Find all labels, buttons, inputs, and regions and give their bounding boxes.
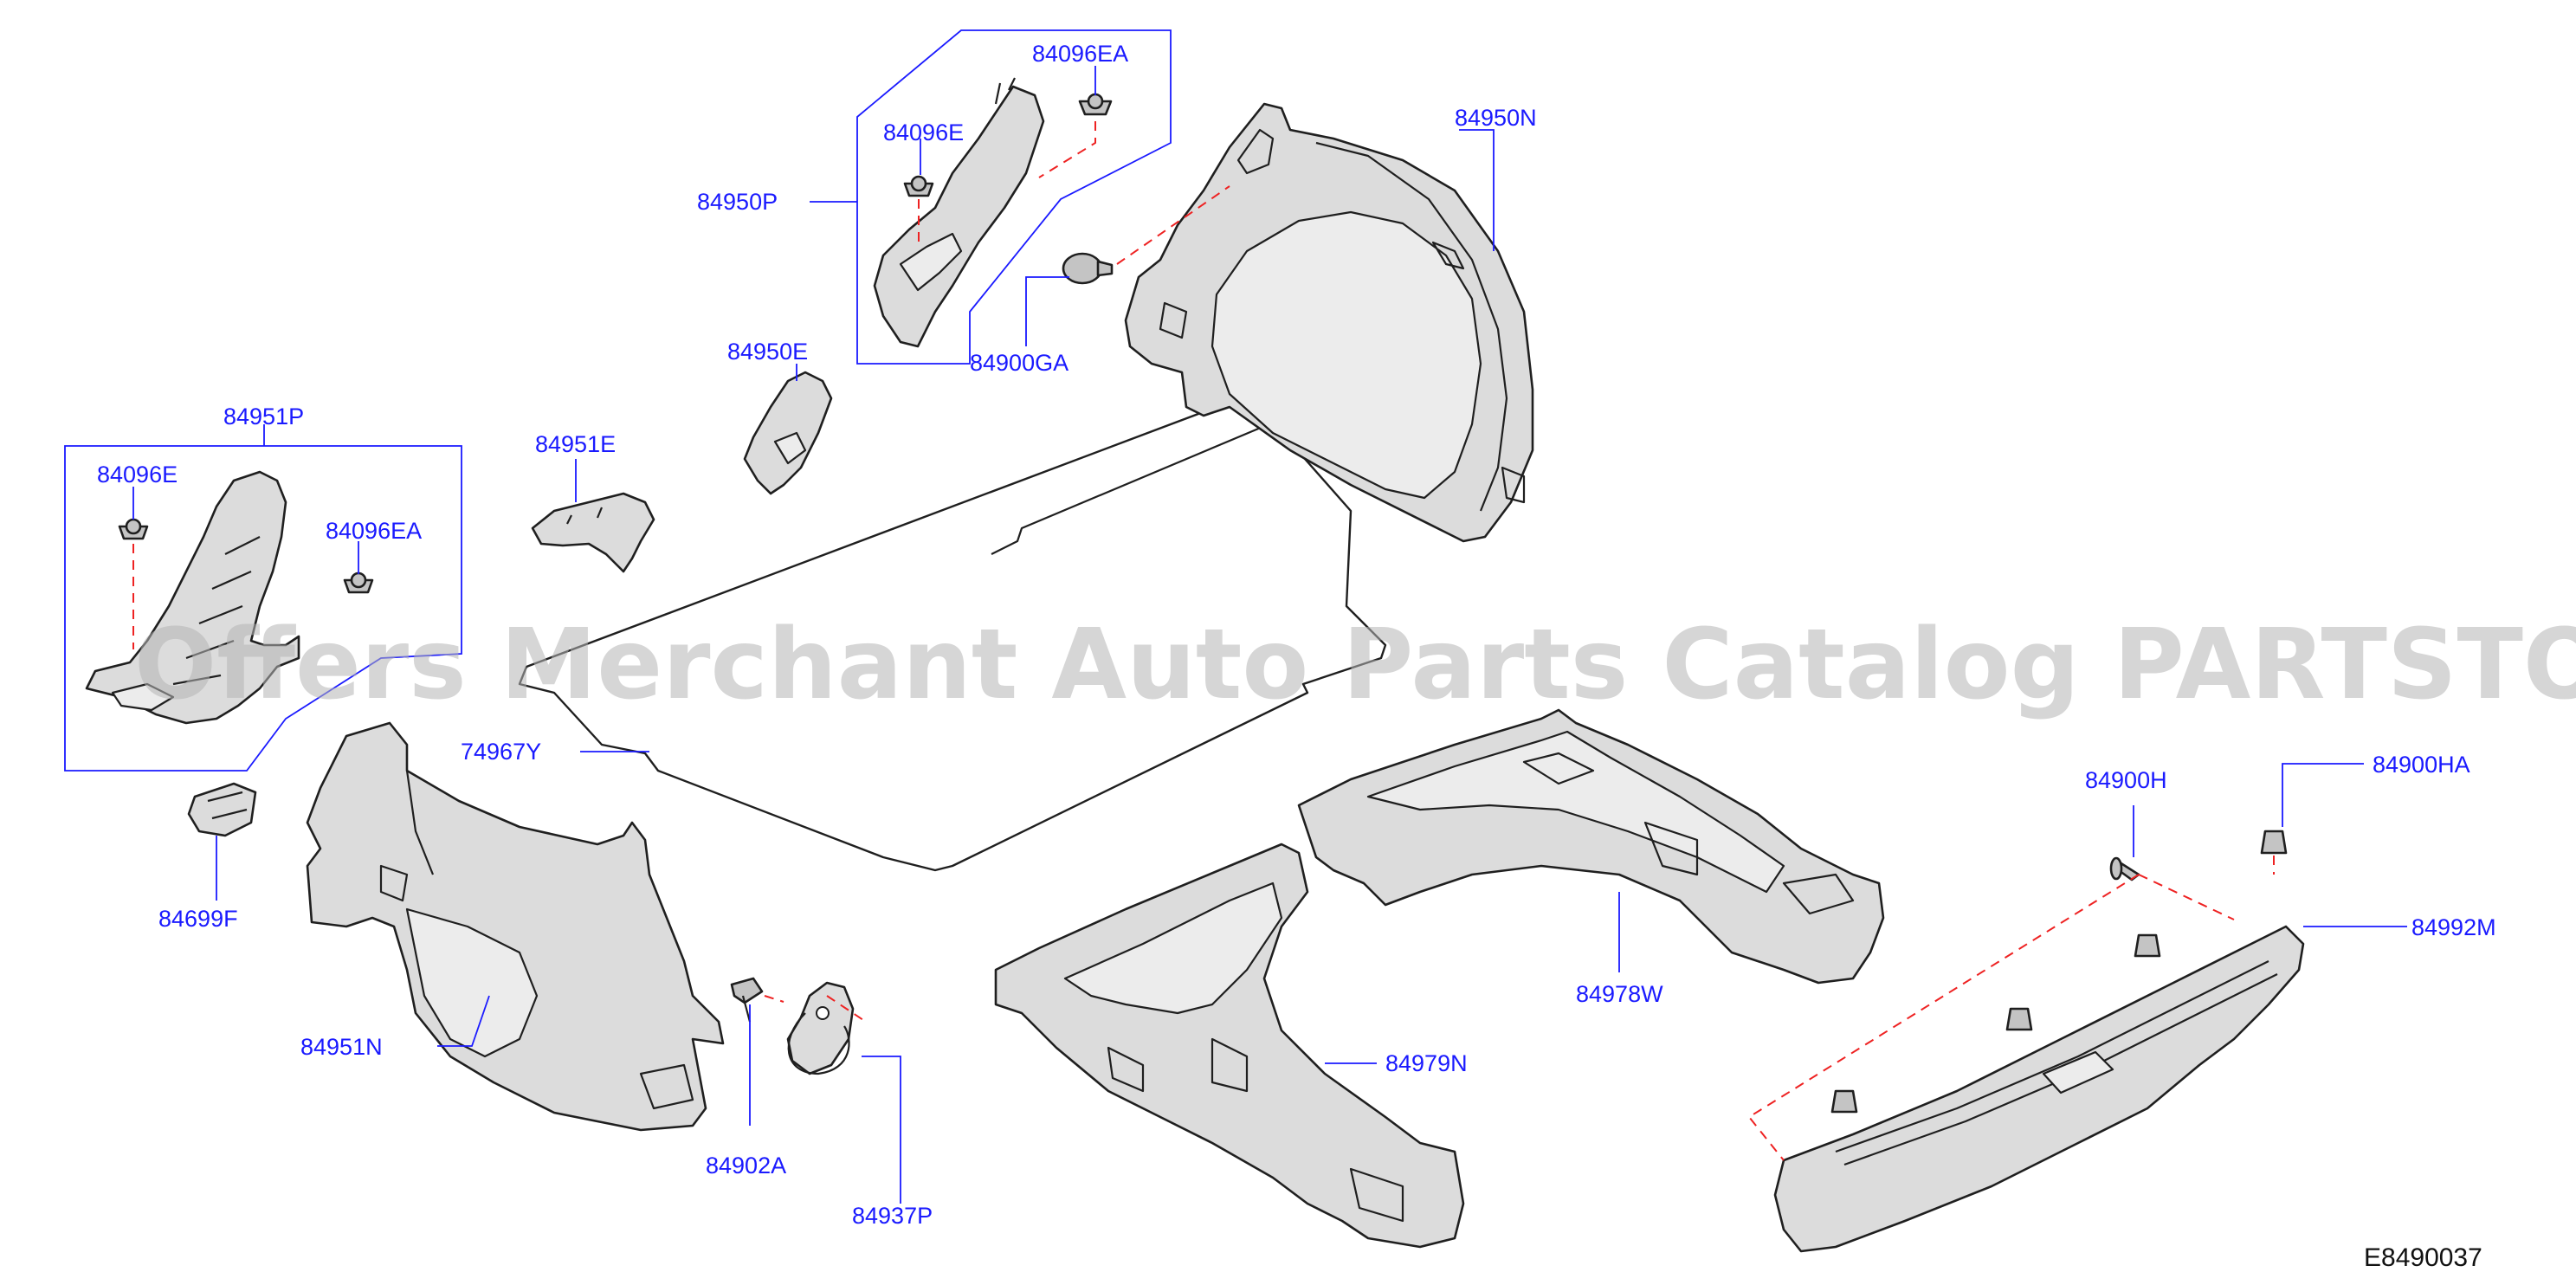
label-84992M[interactable]: 84992M xyxy=(2411,914,2496,940)
label-84900GA[interactable]: 84900GA xyxy=(970,350,1068,376)
clip-84992M-2[interactable] xyxy=(2005,1007,2033,1031)
label-84950E[interactable]: 84950E xyxy=(727,339,808,365)
label-84951E[interactable]: 84951E xyxy=(535,431,616,457)
clip-84992M-3[interactable] xyxy=(1830,1089,1858,1114)
fastener-84096E-left[interactable] xyxy=(118,518,149,540)
part-84992M-sill-plate[interactable] xyxy=(1773,925,2305,1253)
label-84950N[interactable]: 84950N xyxy=(1455,105,1537,131)
fastener-84096EA-left[interactable] xyxy=(343,571,374,594)
label-84096EA-left[interactable]: 84096EA xyxy=(326,518,422,544)
fastener-paths xyxy=(132,121,2275,1161)
part-labels: 84096EA 84096E 84950P 84950N 84900GA 849… xyxy=(97,41,2496,1272)
part-84951P-trim-panel[interactable] xyxy=(85,470,300,725)
clip-84992M-1[interactable] xyxy=(2134,933,2161,958)
label-84951P[interactable]: 84951P xyxy=(223,404,304,429)
part-84937P-hook[interactable] xyxy=(786,981,855,1075)
part-84950P-upper-finisher[interactable] xyxy=(873,77,1045,348)
label-74967Y[interactable]: 74967Y xyxy=(461,739,541,765)
label-84951N[interactable]: 84951N xyxy=(300,1034,383,1060)
label-84699F[interactable]: 84699F xyxy=(158,906,238,932)
leader-lines xyxy=(132,66,2407,1204)
fastener-84900GA[interactable] xyxy=(1062,252,1114,285)
part-84950N-side-finisher-rh[interactable] xyxy=(1124,102,1534,543)
label-84096EA-top[interactable]: 84096EA xyxy=(1032,41,1128,67)
label-84979N[interactable]: 84979N xyxy=(1385,1050,1468,1076)
part-84951N-side-trim-lh[interactable] xyxy=(306,721,725,1132)
callout-box-84951P xyxy=(64,445,462,772)
part-84699F-clip[interactable] xyxy=(187,782,257,837)
label-84902A[interactable]: 84902A xyxy=(706,1153,786,1178)
label-84096E-top[interactable]: 84096E xyxy=(883,119,964,145)
watermark-text: Offers Merchant Auto Parts Catalog PARTS… xyxy=(134,609,2576,721)
label-84900H[interactable]: 84900H xyxy=(2085,767,2167,793)
diagram-id: E8490037 xyxy=(2364,1243,2482,1272)
part-84978W-floor-box-rh[interactable] xyxy=(1297,708,1885,985)
part-84902A-screw[interactable] xyxy=(730,977,764,1023)
label-84950P[interactable]: 84950P xyxy=(697,189,778,215)
callout-box-84950P xyxy=(856,29,1172,365)
part-84979N-floor-box-lh[interactable] xyxy=(994,843,1465,1249)
label-84937P[interactable]: 84937P xyxy=(852,1203,933,1229)
fastener-84900HA[interactable] xyxy=(2260,830,2288,855)
label-84900HA[interactable]: 84900HA xyxy=(2373,752,2470,778)
fastener-84096E-top[interactable] xyxy=(903,175,934,197)
part-84951E-cover[interactable] xyxy=(531,492,655,573)
fastener-84096EA-top[interactable] xyxy=(1078,93,1113,116)
label-84096E-left[interactable]: 84096E xyxy=(97,462,178,488)
part-84950E-bracket[interactable] xyxy=(743,371,833,495)
label-84978W[interactable]: 84978W xyxy=(1576,981,1663,1007)
fastener-84900H[interactable] xyxy=(2109,856,2140,881)
